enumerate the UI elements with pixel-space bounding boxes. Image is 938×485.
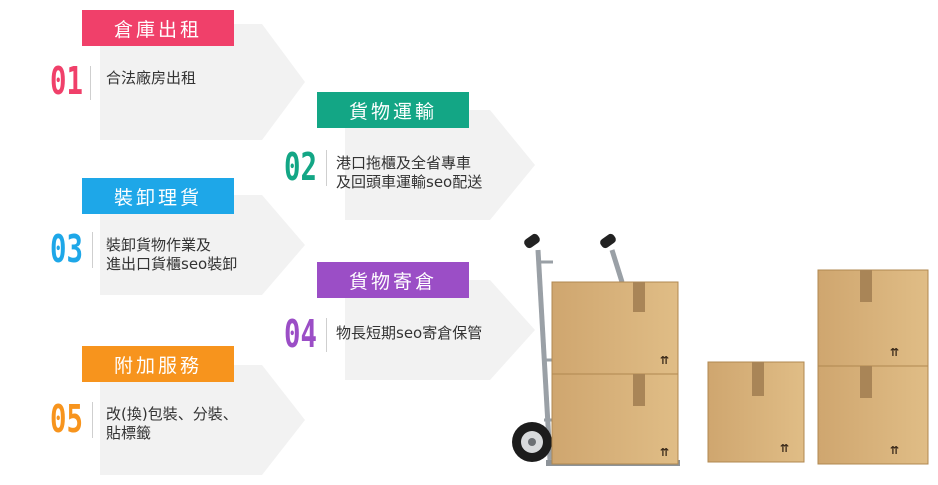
service-desc-05-line-1: 改(換)包裝、分裝、 bbox=[106, 405, 238, 423]
service-desc-03-line-2: 進出口貨櫃seo裝卸 bbox=[106, 255, 238, 273]
service-desc-04-line-1: 物長短期seo寄倉保管 bbox=[336, 324, 483, 342]
chevron-bg-01 bbox=[100, 24, 305, 140]
service-desc-05: 改(換)包裝、分裝、 貼標籤 bbox=[106, 405, 238, 443]
chevron-bg-02 bbox=[345, 110, 535, 220]
service-number-01: 01 bbox=[50, 59, 83, 103]
service-divider-03 bbox=[92, 232, 93, 268]
service-desc-02: 港口拖櫃及全省專車 及回頭車運輸seo配送 bbox=[336, 154, 482, 192]
svg-text:⇈: ⇈ bbox=[780, 442, 789, 455]
service-divider-01 bbox=[90, 66, 91, 100]
svg-text:⇈: ⇈ bbox=[890, 444, 899, 457]
box-stack-right: ⇈ ⇈ bbox=[817, 269, 929, 465]
svg-text:⇈: ⇈ bbox=[890, 346, 899, 359]
service-desc-01: 合法廠房出租 bbox=[106, 69, 196, 88]
service-divider-02 bbox=[326, 150, 327, 186]
service-desc-04: 物長短期seo寄倉保管 bbox=[336, 324, 482, 343]
box-stack-left: ⇈ ⇈ bbox=[551, 281, 679, 465]
service-badge-02: 貨物運輸 bbox=[317, 92, 469, 128]
svg-text:⇈: ⇈ bbox=[660, 446, 669, 459]
svg-text:⇈: ⇈ bbox=[660, 354, 669, 367]
chevron-bg-04 bbox=[345, 280, 535, 380]
service-desc-02-line-2: 及回頭車運輸seo配送 bbox=[336, 173, 483, 191]
service-divider-04 bbox=[326, 318, 327, 352]
service-number-04: 04 bbox=[284, 312, 317, 356]
chevron-bg-05 bbox=[100, 365, 305, 475]
service-desc-02-line-1: 港口拖櫃及全省專車 bbox=[336, 154, 472, 172]
service-badge-01: 倉庫出租 bbox=[82, 10, 234, 46]
chevron-bg-03 bbox=[100, 195, 305, 295]
service-desc-03-line-1: 裝卸貨物作業及 bbox=[106, 236, 212, 254]
service-badge-03: 裝卸理貨 bbox=[82, 178, 234, 214]
service-badge-05: 附加服務 bbox=[82, 346, 234, 382]
service-number-03: 03 bbox=[50, 227, 83, 271]
service-desc-05-line-2: 貼標籤 bbox=[106, 424, 152, 442]
service-desc-01-line-1: 合法廠房出租 bbox=[106, 69, 197, 87]
service-divider-05 bbox=[92, 402, 93, 438]
service-number-05: 05 bbox=[50, 397, 83, 441]
service-number-02: 02 bbox=[284, 145, 317, 189]
service-badge-04: 貨物寄倉 bbox=[317, 262, 469, 298]
box-middle: ⇈ bbox=[707, 361, 805, 463]
service-desc-03: 裝卸貨物作業及 進出口貨櫃seo裝卸 bbox=[106, 236, 237, 274]
